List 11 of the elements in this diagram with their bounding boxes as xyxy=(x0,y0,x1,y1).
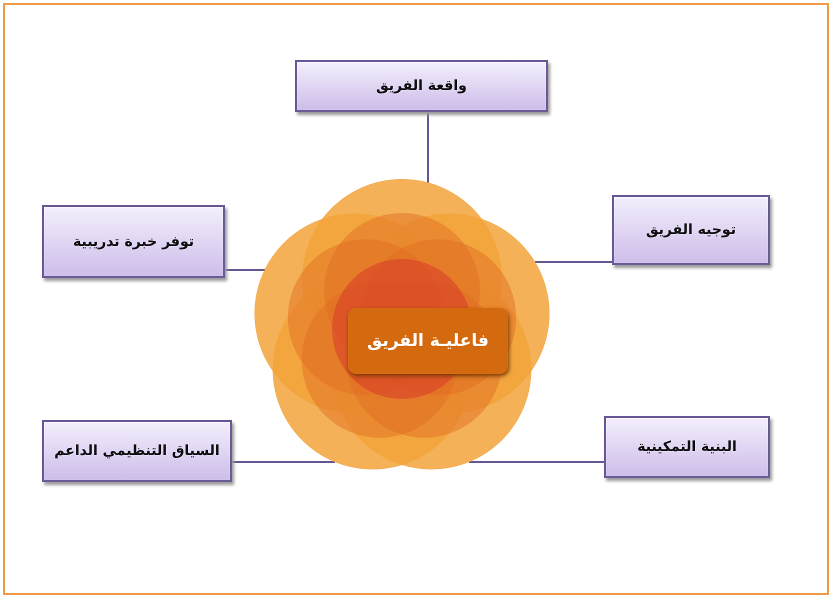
connector-line xyxy=(232,461,335,463)
connector-line xyxy=(469,461,604,463)
topic-box: واقعة الفريق xyxy=(295,60,548,112)
connector-line xyxy=(225,269,265,271)
topic-box: السياق التنظيمي الداعم xyxy=(42,420,232,482)
topic-box: توجيه الفريق xyxy=(612,195,770,265)
center-topic-box: فاعليـة الفريق xyxy=(348,308,508,374)
connector-line xyxy=(535,261,612,263)
topic-box: توفر خبرة تدريبية xyxy=(42,205,225,278)
topic-box: البنية التمكينية xyxy=(604,416,770,478)
connector-line xyxy=(427,112,429,183)
